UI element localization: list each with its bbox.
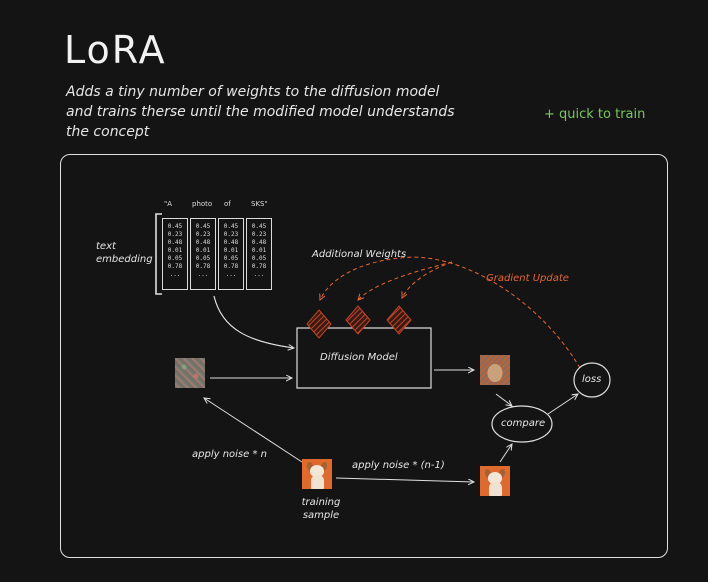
embedding-bracket [155,213,162,295]
sample-to-target-arrow [335,477,474,482]
loss-node [573,362,611,398]
embedding-arrow [213,295,295,349]
page-title: LoRA [64,28,167,72]
gradient-update-arrow [402,261,453,298]
subtitle-line: and trains therse until the modified mod… [66,104,455,120]
token-label: "A [164,200,173,208]
loss-label: loss [582,374,602,385]
additional-weights-label: Additional Weights [312,249,407,260]
gradient-update-arrow [358,261,453,300]
compare-node [491,405,553,443]
output-to-compare-arrow [495,393,512,406]
apply-noise-n1-label: apply noise * (n-1) [352,460,445,471]
token-label: SKS" [251,200,268,208]
quick-to-train-note: + quick to train [544,107,646,122]
model-output-image [480,355,510,385]
diffusion-model-label: Diffusion Model [320,352,398,363]
subtitle-line: Adds a tiny number of weights to the dif… [66,84,440,100]
subtitle: Adds a tiny number of weights to the dif… [66,82,506,142]
token-label: photo [192,200,213,208]
noised-target-image [480,466,510,496]
diagram-frame [60,154,668,558]
training-sample-line: training [301,497,341,508]
text-embedding-line: text [96,241,116,252]
compare-label: compare [501,418,546,429]
diffusion-model-box [296,327,432,389]
weight-diamond [345,305,371,335]
sample-to-noise-arrow [204,398,303,463]
weight-diamond [386,305,412,335]
training-sample-image [302,459,332,489]
token-label: of [224,200,231,208]
target-to-compare-arrow [499,444,512,463]
text-embedding-label: text embedding [96,240,153,266]
training-sample-label: training sample [298,496,344,522]
compare-to-loss-arrow [547,394,578,415]
gradient-update-arrow [320,256,581,369]
noise-image [175,358,205,388]
gradient-update-label: Gradient Update [486,273,569,284]
weight-diamond [306,309,332,339]
training-sample-line: sample [302,510,340,521]
text-embedding-line: embedding [96,254,153,265]
apply-noise-n-label: apply noise * n [192,449,267,460]
subtitle-line: the concept [66,124,150,140]
